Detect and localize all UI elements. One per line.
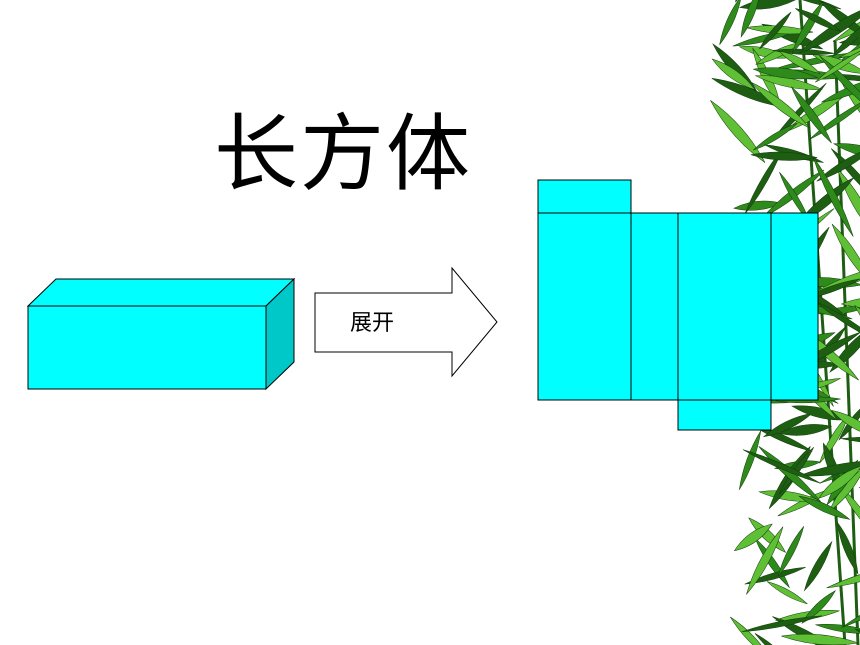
bamboo-leaf	[837, 168, 860, 241]
cuboid-3d	[26, 277, 296, 391]
bamboo-leaf	[746, 526, 784, 595]
net-top-flap	[537, 179, 632, 214]
arrow-label: 展开	[350, 311, 395, 336]
bamboo-leaf	[777, 526, 805, 577]
net-face-4	[770, 212, 819, 401]
bamboo-leaf	[815, 48, 860, 83]
net-bottom-flap	[677, 399, 772, 431]
bamboo-leaf	[752, 67, 819, 80]
bamboo-leaf	[798, 460, 860, 477]
right-block-arrow-icon	[314, 266, 498, 378]
bamboo-leaf	[795, 8, 842, 32]
bamboo-leaf	[832, 143, 860, 159]
bamboo-leaf	[751, 82, 810, 129]
bamboo-leaf	[759, 11, 792, 50]
bamboo-leaf	[778, 50, 821, 74]
bamboo-leaf	[803, 540, 833, 592]
bamboo-leaf	[710, 100, 766, 163]
bamboo-leaf	[798, 495, 851, 520]
cuboid-top-face	[26, 278, 296, 307]
net-face-1	[537, 212, 632, 401]
bamboo-leaf	[778, 0, 842, 10]
bamboo-leaf	[781, 633, 859, 645]
bamboo-leaf	[837, 521, 859, 575]
bamboo-leaf	[840, 297, 860, 308]
bamboo-leaf	[753, 122, 798, 151]
bamboo-leaf	[832, 19, 860, 58]
bamboo-leaf	[792, 1, 824, 53]
bamboo-leaf	[733, 523, 773, 552]
bamboo-leaf	[744, 567, 806, 585]
bamboo-leaf	[730, 616, 772, 645]
bamboo-leaf	[741, 615, 823, 633]
bamboo-leaf	[814, 300, 860, 342]
bamboo-leaf	[826, 564, 860, 589]
bamboo-leaf	[801, 590, 836, 624]
slide-title: 长方体	[214, 105, 473, 203]
bamboo-leaf	[750, 151, 818, 161]
bamboo-leaf	[766, 581, 808, 605]
net-face-3	[677, 212, 772, 401]
bamboo-leaf	[815, 624, 860, 634]
bamboo-leaf	[831, 410, 860, 438]
bamboo-leaf	[742, 449, 821, 484]
bamboo-leaf	[791, 86, 832, 144]
bamboo-leaf	[778, 424, 833, 436]
bamboo-leaf	[828, 465, 860, 513]
bamboo-leaf	[719, 0, 742, 45]
net-face-2	[630, 212, 679, 401]
bamboo-leaf	[812, 156, 854, 237]
bamboo-leaf	[816, 145, 860, 182]
bamboo-leaf	[831, 223, 860, 284]
bamboo-leaf	[740, 0, 761, 38]
cuboid-net	[537, 179, 819, 431]
bamboo-leaf	[711, 58, 756, 91]
bamboo-leaf	[818, 465, 860, 499]
cuboid-front-face	[27, 305, 267, 390]
bamboo-leaf	[739, 430, 762, 490]
